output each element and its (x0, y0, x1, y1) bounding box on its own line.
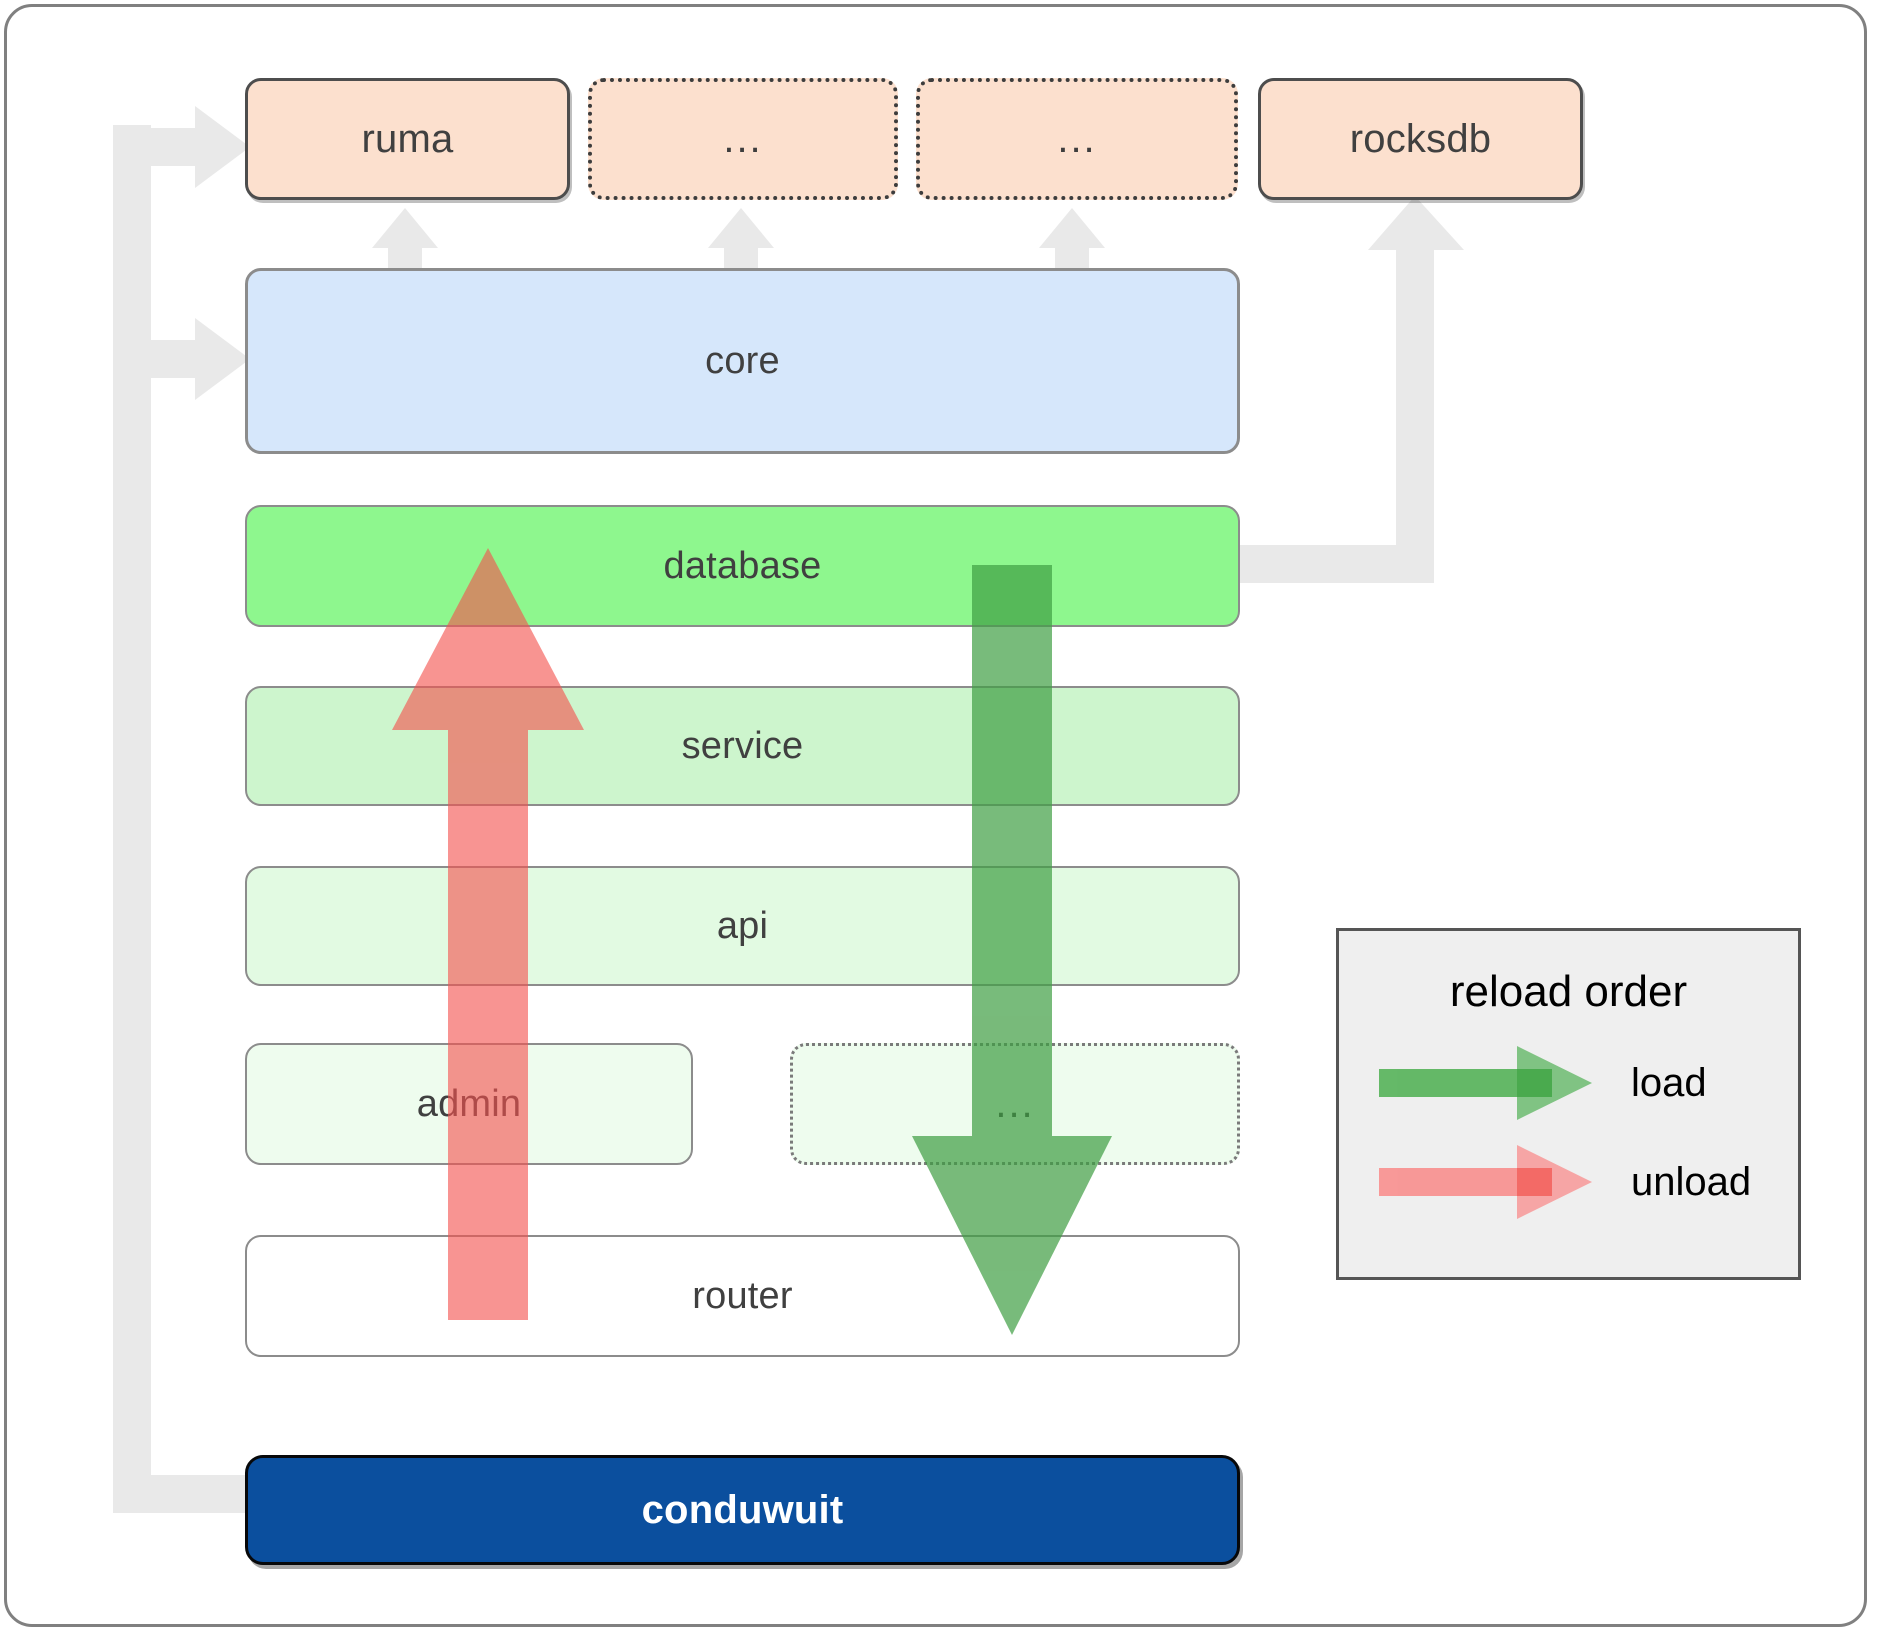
legend-title: reload order (1449, 967, 1688, 1016)
layer-label: service (681, 725, 804, 767)
legend-panel: reload order load unload (1336, 928, 1801, 1280)
layer-label: api (716, 905, 769, 947)
layer-label: router (692, 1275, 793, 1317)
core-box[interactable]: core (245, 268, 1240, 454)
legend-unload-arrow (1379, 1145, 1592, 1219)
legend-label-unload: unload (1631, 1160, 1752, 1204)
layer-label: admin (416, 1083, 522, 1125)
ellipsis-label: ... (1057, 117, 1097, 161)
core-label: core (705, 340, 780, 382)
ellipsis-label: ... (995, 1082, 1035, 1126)
layer-box-placeholder[interactable]: ... (790, 1043, 1240, 1165)
dependency-box-ruma[interactable]: ruma (245, 78, 570, 200)
binary-box-conduwuit[interactable]: conduwuit (245, 1455, 1240, 1565)
legend-arrows (1379, 1046, 1592, 1219)
legend-load-arrow (1379, 1046, 1592, 1120)
layer-label: database (663, 545, 822, 587)
layer-box-service[interactable]: service (245, 686, 1240, 806)
binary-label: conduwuit (641, 1488, 844, 1532)
dependency-box-placeholder-2[interactable]: ... (916, 78, 1238, 200)
layer-box-router[interactable]: router (245, 1235, 1240, 1357)
dependency-label: ruma (361, 117, 454, 161)
ellipsis-label: ... (723, 117, 763, 161)
layer-box-database[interactable]: database (245, 505, 1240, 627)
layer-box-api[interactable]: api (245, 866, 1240, 986)
legend-label-load: load (1631, 1061, 1707, 1105)
diagram-outer-frame (4, 4, 1867, 1627)
layer-box-admin[interactable]: admin (245, 1043, 693, 1165)
dependency-box-placeholder-1[interactable]: ... (588, 78, 898, 200)
dependency-box-rocksdb[interactable]: rocksdb (1258, 78, 1583, 200)
dependency-label: rocksdb (1349, 117, 1492, 161)
